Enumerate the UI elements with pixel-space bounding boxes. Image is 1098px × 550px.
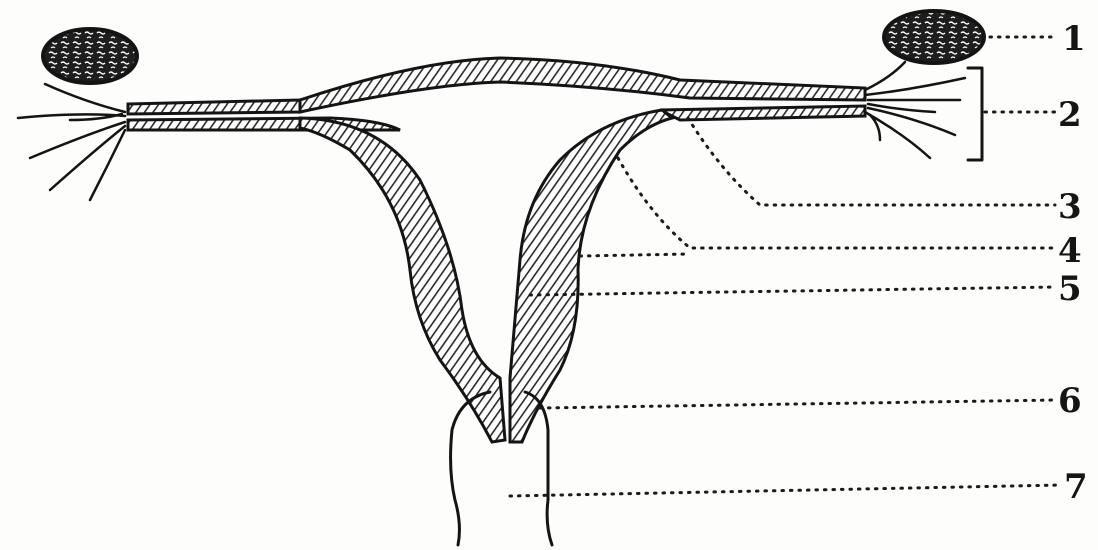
bracket-2 <box>968 68 982 160</box>
leader-7 <box>510 485 1062 496</box>
label-7: 7 <box>1064 467 1088 507</box>
label-4: 4 <box>1058 231 1082 271</box>
leader-3 <box>688 118 1055 205</box>
uterine-fundus <box>300 58 865 112</box>
label-6: 6 <box>1058 381 1082 421</box>
label-2: 2 <box>1058 95 1082 135</box>
leader-6 <box>540 400 1055 408</box>
leader-5 <box>530 287 1055 295</box>
left-ovary <box>43 29 137 83</box>
right-uterine-wall <box>510 110 672 442</box>
label-5: 5 <box>1058 269 1082 309</box>
label-1: 1 <box>1062 19 1086 59</box>
left-fimbriae <box>18 84 125 200</box>
right-fimbriae <box>865 62 965 158</box>
leader-4 <box>618 158 1055 248</box>
leader-lines <box>510 37 1062 496</box>
leader-4b <box>580 254 690 256</box>
right-fallopian-tube-lower-wall <box>660 106 865 120</box>
left-uterine-wall <box>300 118 505 442</box>
label-3: 3 <box>1058 187 1082 227</box>
right-ovary <box>884 11 984 63</box>
